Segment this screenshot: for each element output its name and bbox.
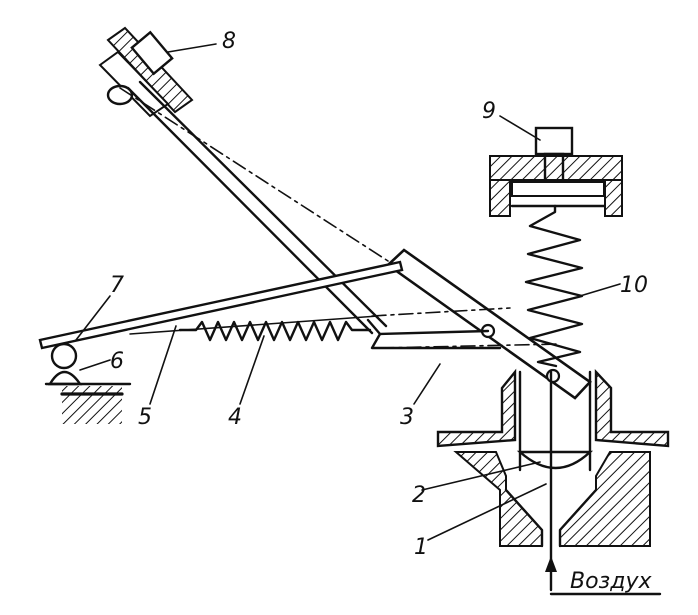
reference-line — [371, 307, 511, 317]
arm-5 — [38, 260, 404, 350]
reference-line — [379, 343, 561, 349]
label-1: 1 — [414, 535, 428, 560]
stop-screw-9 — [489, 126, 623, 217]
label-8: 8 — [222, 29, 236, 54]
fulcrum-6-7 — [44, 342, 132, 424]
nozzle-1 — [504, 488, 598, 548]
label-5: 5 — [138, 405, 152, 430]
airflow-arrow — [545, 370, 662, 596]
label-4: 4 — [228, 405, 242, 430]
label-10: 10 — [620, 273, 648, 298]
label-7: 7 — [110, 273, 124, 298]
spring-10 — [524, 204, 584, 368]
adjusting-bolt-8 — [98, 26, 194, 118]
spring-4 — [178, 318, 502, 350]
label-9: 9 — [482, 99, 496, 124]
leader-lines — [75, 43, 621, 541]
label-3: 3 — [400, 405, 414, 430]
label-2: 2 — [412, 483, 426, 508]
valve-housing — [436, 368, 670, 547]
lever-3 — [385, 248, 592, 400]
valve-2 — [516, 450, 594, 470]
label-6: 6 — [110, 349, 124, 374]
label-air: Воздух — [570, 569, 652, 594]
